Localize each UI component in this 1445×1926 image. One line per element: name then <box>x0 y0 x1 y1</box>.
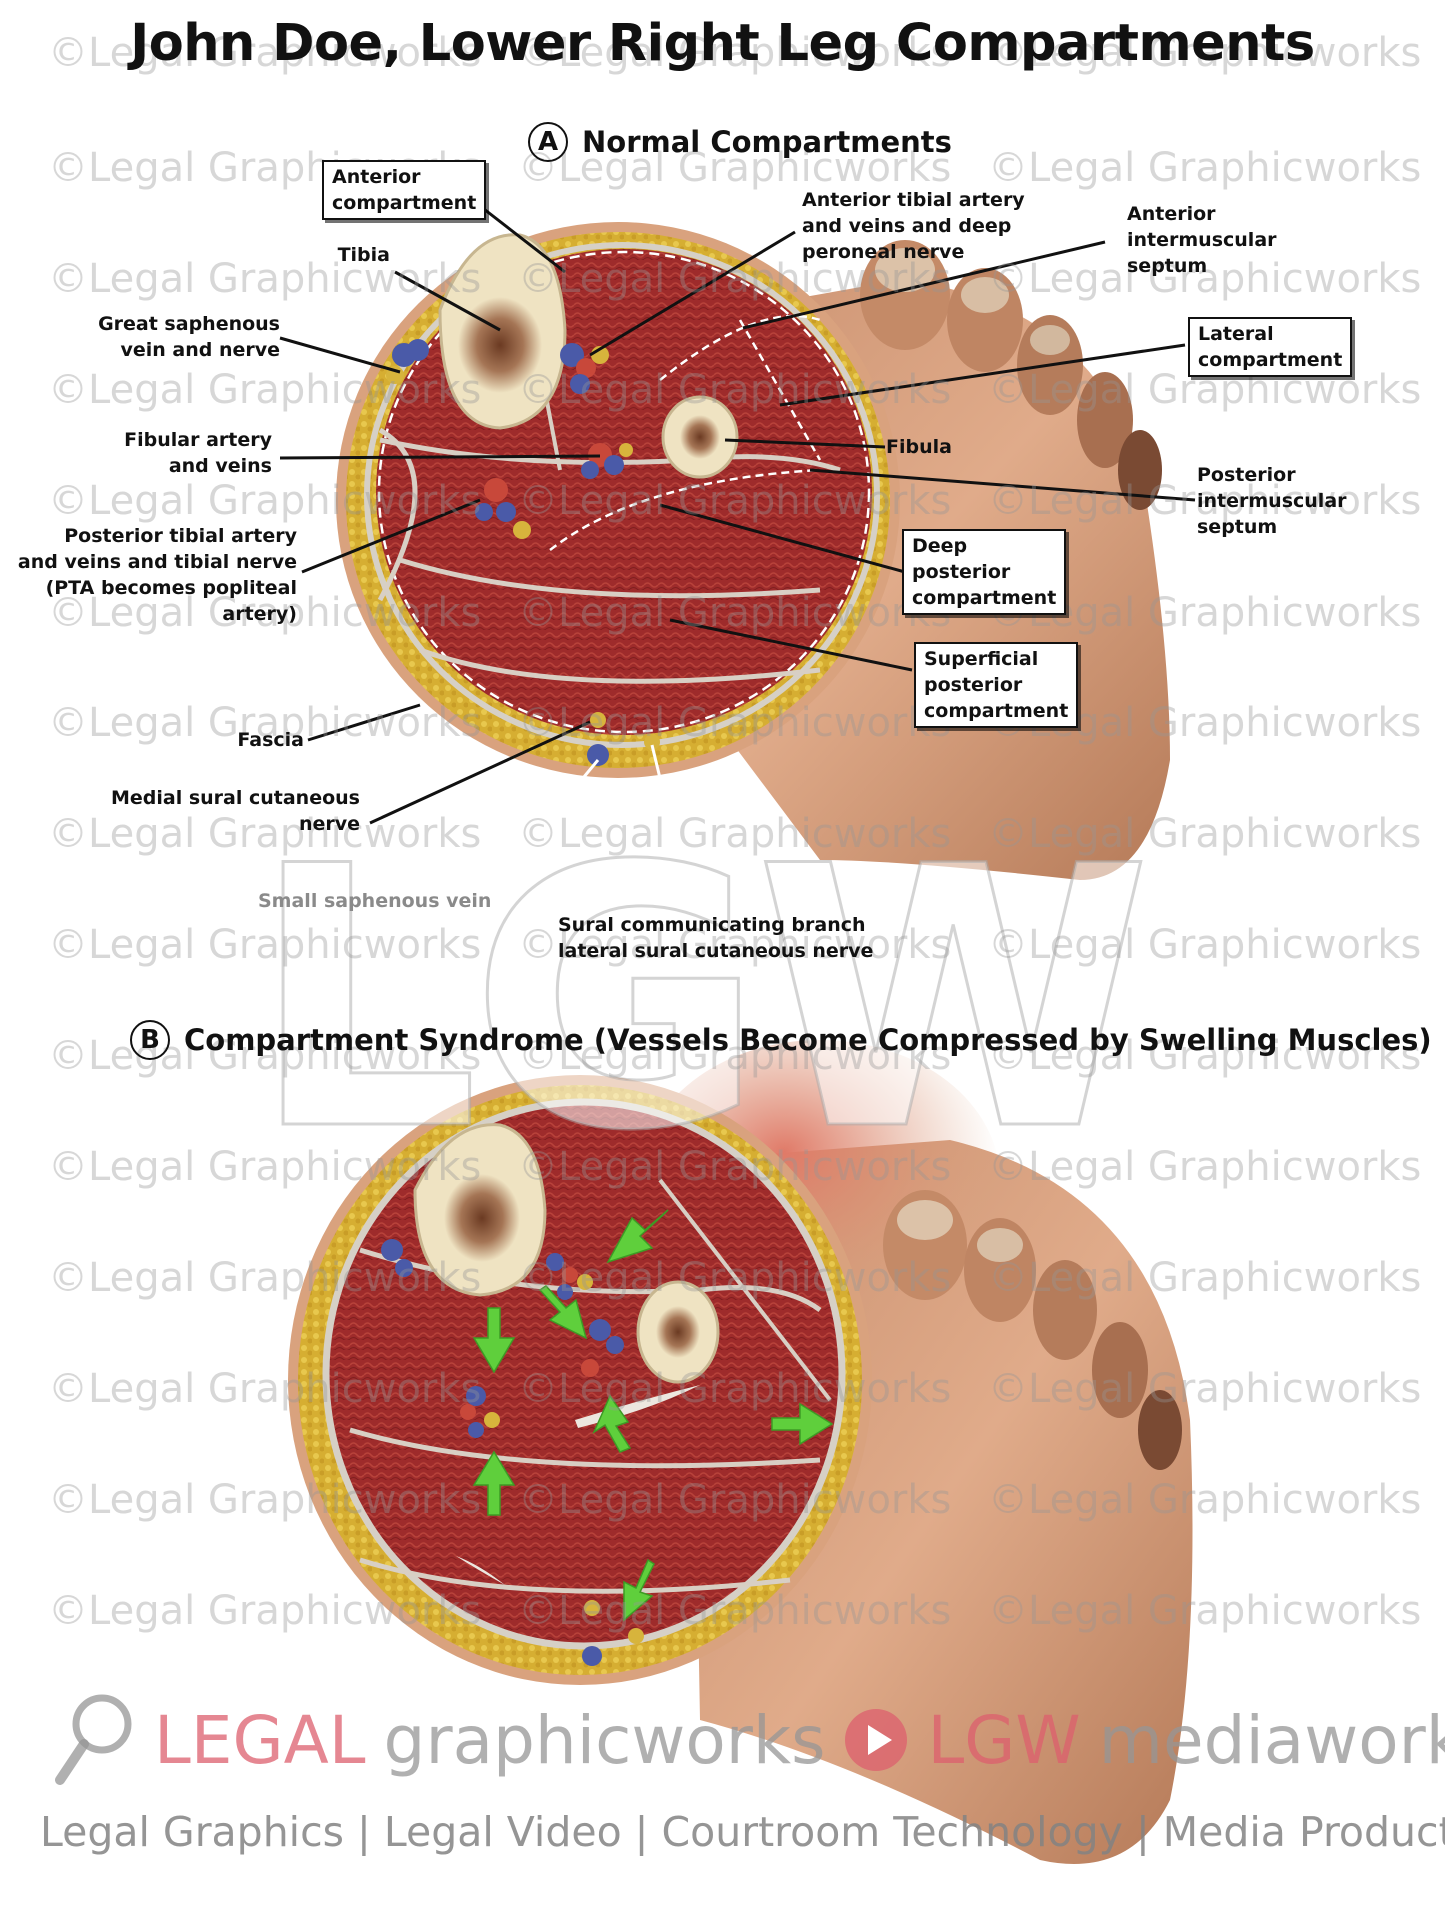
section-b-title: Compartment Syndrome (Vessels Become Com… <box>184 1023 1432 1057</box>
section-b-letter: B <box>130 1020 170 1060</box>
label-lateral-compartment: Lateral compartment <box>1188 317 1352 377</box>
label-posterior-tibial: Posterior tibial artery and veins and ti… <box>10 523 297 627</box>
logo-graphicworks: graphicworks <box>384 1702 826 1779</box>
label-anterior-compartment: Anterior compartment <box>322 160 486 220</box>
logo-legal: LEGAL <box>154 1702 366 1779</box>
label-medial-sural: Medial sural cutaneous nerve <box>100 785 360 837</box>
section-a-letter: A <box>528 122 568 162</box>
section-a-heading: A Normal Compartments <box>528 122 952 162</box>
play-icon <box>843 1707 909 1773</box>
cross-section-a <box>336 222 900 778</box>
label-fibular-artery: Fibular artery and veins <box>60 427 272 479</box>
logo-mediaworks: mediaworks <box>1099 1702 1445 1779</box>
label-small-saphenous: Small saphenous vein <box>258 888 491 914</box>
brand-logo: LEGAL graphicworks LGW mediaworks <box>50 1690 1445 1790</box>
page-title: John Doe, Lower Right Leg Compartments <box>0 14 1445 73</box>
section-a-title: Normal Compartments <box>582 125 952 159</box>
label-superficial-posterior: Superficial posterior compartment <box>914 642 1078 728</box>
section-b-heading: B Compartment Syndrome (Vessels Become C… <box>130 1020 1432 1060</box>
label-anterior-tibial: Anterior tibial artery and veins and dee… <box>802 187 1025 265</box>
cross-section-b <box>288 1075 872 1685</box>
label-anterior-septum: Anterior intermuscular septum <box>1127 201 1277 279</box>
label-fascia: Fascia <box>200 727 304 753</box>
label-posterior-septum: Posterior intermuscular septum <box>1197 462 1347 540</box>
label-fibula: Fibula <box>886 434 952 460</box>
label-tibia: Tibia <box>290 242 390 268</box>
label-great-saphenous: Great saphenous vein and nerve <box>60 311 280 363</box>
label-deep-posterior: Deep posterior compartment <box>902 529 1066 615</box>
magnifier-icon <box>50 1690 136 1790</box>
tagline: Legal Graphics | Legal Video | Courtroom… <box>40 1808 1445 1856</box>
label-sural-communicating: Sural communicating branch lateral sural… <box>558 912 873 964</box>
logo-lgw: LGW <box>927 1702 1080 1779</box>
